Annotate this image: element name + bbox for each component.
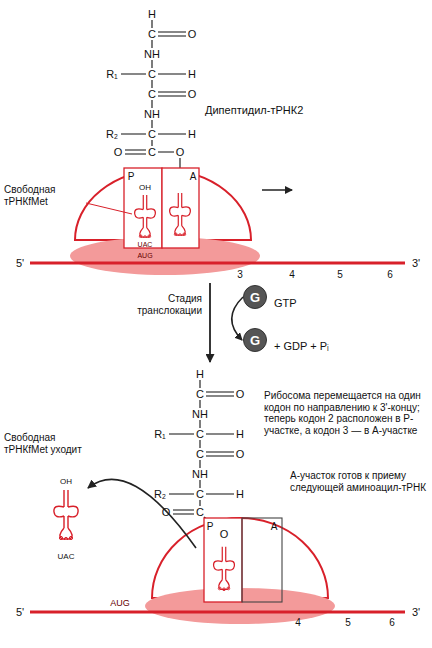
atom-label: C — [148, 68, 156, 81]
atom-label: H — [196, 368, 204, 381]
atom-label: C — [196, 506, 204, 519]
atom-label: H — [148, 8, 156, 21]
ribosome-bottom-part — [204, 518, 242, 602]
reaction-arrow — [232, 297, 243, 340]
ribosome-top-part — [30, 262, 405, 265]
codon-number: 4 — [289, 269, 295, 281]
atom-label: C — [196, 388, 204, 401]
ribosome-top-part — [262, 189, 292, 191]
translocation-arrow-part — [209, 283, 211, 362]
atom-label: O — [188, 28, 197, 41]
atom-label: H — [236, 488, 244, 501]
site-label: A — [271, 521, 278, 533]
atom-label: C — [148, 146, 156, 159]
atom-label: OH — [60, 477, 72, 486]
callout-text: Свободная тРНКfMet — [4, 184, 84, 207]
ribosome-bottom-part — [242, 518, 282, 602]
node-text: G — [250, 290, 260, 305]
atom-label: R₂ — [106, 128, 118, 141]
ribosome-bottom-part — [30, 611, 405, 614]
atom-label: R₁ — [154, 428, 166, 441]
atom-label: C — [196, 428, 204, 441]
atom-label: O — [176, 146, 185, 159]
bonds-top-part — [121, 20, 186, 193]
codon-number: 6 — [389, 617, 395, 629]
site-label: P — [128, 171, 135, 183]
codon-number: 5 — [345, 617, 351, 629]
end-label: 3' — [412, 606, 420, 619]
atom-label: C — [196, 448, 204, 461]
end-label: 5' — [16, 606, 24, 619]
atom-label: R₁ — [106, 68, 118, 81]
callout-text: Свободная тРНКfMet уходит — [4, 432, 90, 455]
ribosome-bottom-part — [54, 490, 78, 541]
atom-label: H — [236, 428, 244, 441]
ribosome-top-part — [135, 195, 156, 239]
atom-label: NH — [192, 468, 208, 481]
codon-number: 6 — [387, 269, 393, 281]
codon: AUG — [110, 598, 130, 608]
end-label: 5' — [16, 257, 24, 270]
g-protein-circle: G — [243, 328, 267, 352]
atom-label: NH — [144, 108, 160, 121]
codon-number: 4 — [295, 617, 301, 629]
note-text: Рибосома перемещается на один кодон по н… — [264, 390, 428, 436]
node-text: G — [250, 333, 260, 348]
molecule-name: GTP — [274, 297, 297, 310]
atom-label: H — [188, 68, 196, 81]
translocation-arrow — [210, 283, 211, 362]
atom-label: O — [236, 448, 245, 461]
atom-label: C — [148, 88, 156, 101]
atom-label: NH — [144, 48, 160, 61]
atom-label: OH — [139, 183, 151, 192]
atom-label: C — [148, 28, 156, 41]
molecule-name: Дипептидил-тРНК2 — [205, 104, 303, 117]
atom-label: C — [148, 128, 156, 141]
bonds-top — [121, 20, 186, 193]
ribosome-bottom — [30, 479, 405, 624]
ribosome-top-part — [124, 168, 162, 248]
atom-label: NH — [192, 408, 208, 421]
note-text: А-участок готов к приему следующей амино… — [290, 470, 426, 493]
codon: AUG — [137, 252, 152, 260]
atom-label: O — [162, 506, 171, 519]
site-label: A — [190, 171, 197, 183]
anticodon: UAC — [58, 552, 75, 561]
atom-label: O — [114, 146, 123, 159]
atom-label: H — [188, 128, 196, 141]
anticodon: UAC — [138, 241, 153, 249]
ribosome-bottom-part — [214, 547, 235, 591]
ribosome-top — [30, 168, 405, 275]
atom-label: C — [196, 488, 204, 501]
molecule-name: + GDP + Pᵢ — [274, 340, 329, 353]
end-label: 3' — [412, 257, 420, 270]
atom-label: R₂ — [154, 488, 166, 501]
step-label: Стадия транслокации — [110, 293, 202, 316]
ribosome-bottom-part — [88, 479, 196, 548]
atom-label: O — [236, 388, 245, 401]
codon-number: 5 — [337, 269, 343, 281]
g-protein-circle: G — [243, 285, 267, 309]
ribosome-top-part — [170, 193, 191, 237]
site-label: P — [207, 521, 214, 533]
codon-number: 3 — [237, 269, 243, 281]
ribosome-top-part — [162, 168, 199, 248]
atom-label: O — [188, 88, 197, 101]
ribosome-top-part — [86, 203, 132, 214]
atom-label: O — [220, 528, 229, 541]
